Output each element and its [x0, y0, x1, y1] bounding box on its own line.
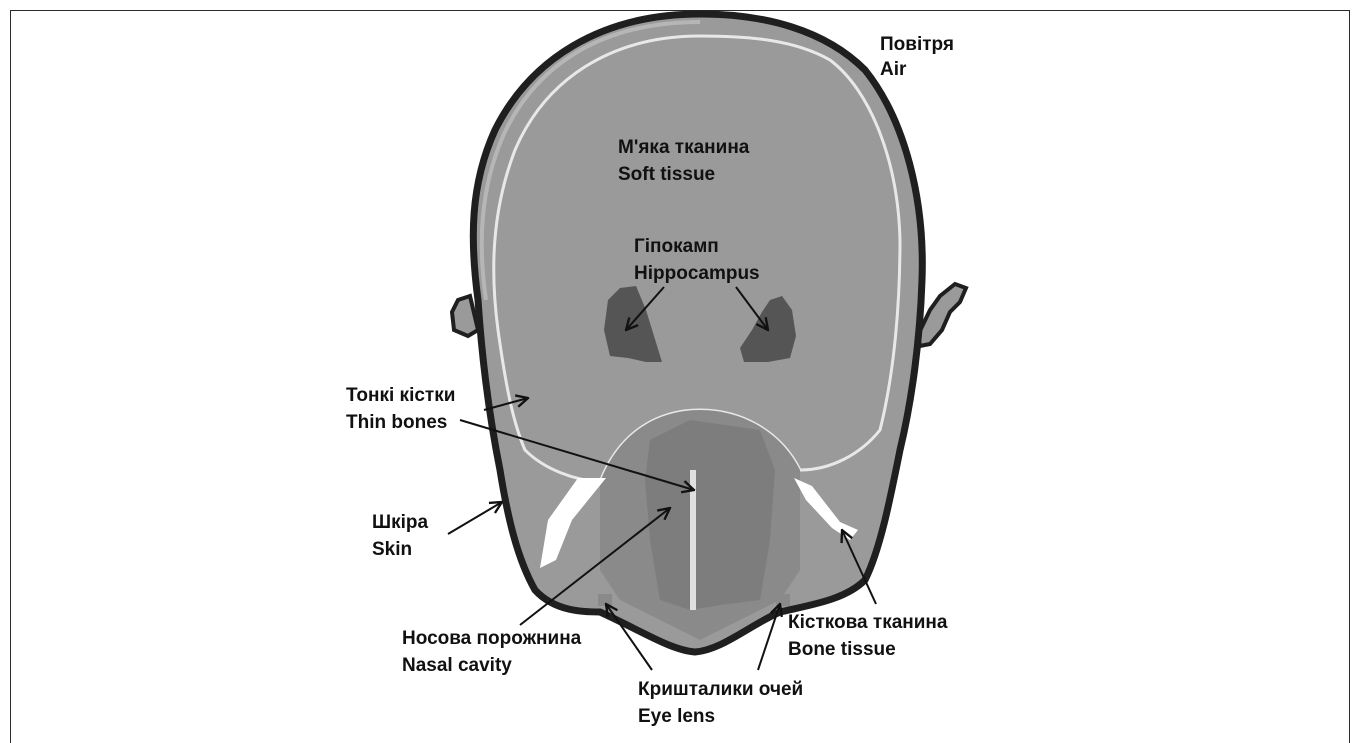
label-nasal-cavity-uk: Носова порожнина [402, 628, 582, 649]
label-soft-tissue-uk: М'яка тканина [618, 137, 750, 158]
label-bone-tissue-uk: Кісткова тканина [788, 612, 948, 633]
nasal-septum [690, 470, 696, 610]
label-hippocampus-uk: Гіпокамп [634, 236, 719, 257]
label-skin-en: Skin [372, 539, 412, 560]
label-air-en: Air [880, 59, 907, 80]
left-ear [452, 296, 478, 336]
label-skin-uk: Шкіра [372, 512, 428, 533]
eye-lens-left [598, 594, 612, 606]
label-nasal-cavity-en: Nasal cavity [402, 655, 512, 676]
arrow-skin [448, 502, 502, 534]
label-air-uk: Повітря [880, 34, 954, 55]
label-hippocampus-en: Hippocampus [634, 263, 760, 284]
right-ear [918, 284, 966, 346]
label-eye-lens-en: Eye lens [638, 706, 715, 727]
label-eye-lens-uk: Кришталики очей [638, 679, 803, 700]
label-thin-bones-uk: Тонкі кістки [346, 385, 455, 406]
eye-lens-right [776, 594, 790, 606]
nasal-cavity [645, 420, 775, 610]
label-thin-bones-en: Thin bones [346, 412, 447, 433]
label-bone-tissue-en: Bone tissue [788, 639, 896, 660]
label-soft-tissue-en: Soft tissue [618, 164, 715, 185]
